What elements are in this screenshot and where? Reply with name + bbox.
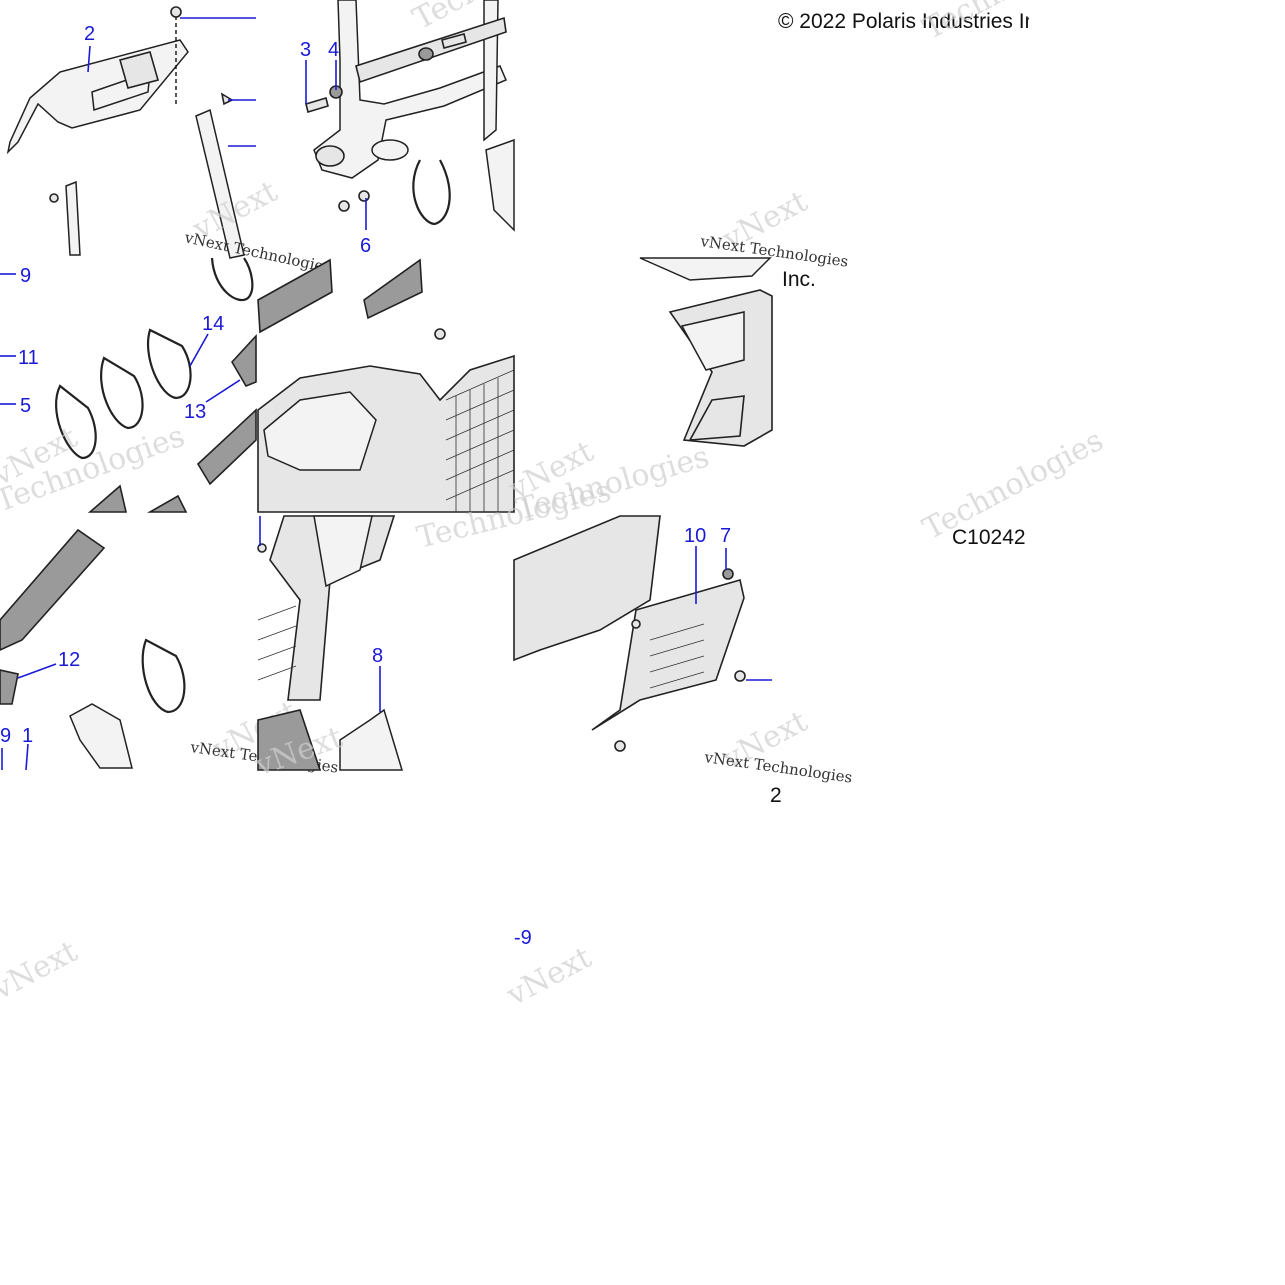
copyright-tail: Inc. (782, 268, 816, 291)
copyright-text: © 2022 Polaris Industries Inc. (778, 10, 1053, 33)
callout-11: 11 (18, 347, 39, 369)
callout-9: 9 (20, 265, 31, 287)
bumper-frame-part (313, 0, 507, 179)
callout-4: 4 (328, 39, 339, 61)
tile-bottom-middle: 8 vNext (250, 515, 404, 784)
figure-code: C10242 (952, 526, 1026, 549)
callout-1: 1 (22, 725, 33, 747)
tile-top-middle: 3 4 6 Technologies (300, 0, 599, 257)
stray-fragments: -9 vNext vNext (0, 927, 597, 1014)
callout-12: 12 (58, 649, 80, 671)
bracket-8-part (339, 708, 404, 771)
callout-9-fragment: 9 (0, 725, 11, 747)
screw-icon (170, 6, 182, 18)
tile-mid-right: Inc. vNext Technologies (502, 257, 816, 528)
watermark: vNext (0, 934, 83, 1008)
callout-13: 13 (184, 401, 206, 423)
callout-8: 8 (372, 645, 383, 667)
figure-code-fragment: 2 (770, 784, 782, 807)
callout-10: 10 (684, 525, 706, 547)
grille-mesh (257, 605, 297, 681)
callout-3: 3 (300, 39, 311, 61)
callout-14: 14 (202, 313, 224, 335)
watermark: vNext (500, 940, 597, 1014)
watermark-caption: vNext Technologies (702, 748, 853, 787)
tile-mid-left: 9 11 5 14 13 vNext Technologies (0, 257, 257, 520)
callout-2: 2 (84, 23, 95, 45)
tube-part (0, 528, 106, 651)
callout-7: 7 (720, 525, 731, 547)
grille-mesh (649, 623, 705, 689)
grille-mesh (445, 369, 515, 512)
strap-rod-part (195, 108, 245, 259)
callout-5: 5 (20, 395, 31, 417)
tile-top-left: 2 vNext vNext Technologies (6, 6, 333, 277)
watermark-caption: vNext Technologies (182, 228, 332, 277)
tile-top-right: © 2022 Polaris Industries Inc. Technolog… (698, 0, 1285, 271)
front-fascia-part (257, 354, 515, 513)
callout-6: 6 (360, 235, 371, 257)
side-panel-10-part (591, 578, 745, 731)
callout-9-fragment-lower: -9 (514, 927, 532, 949)
